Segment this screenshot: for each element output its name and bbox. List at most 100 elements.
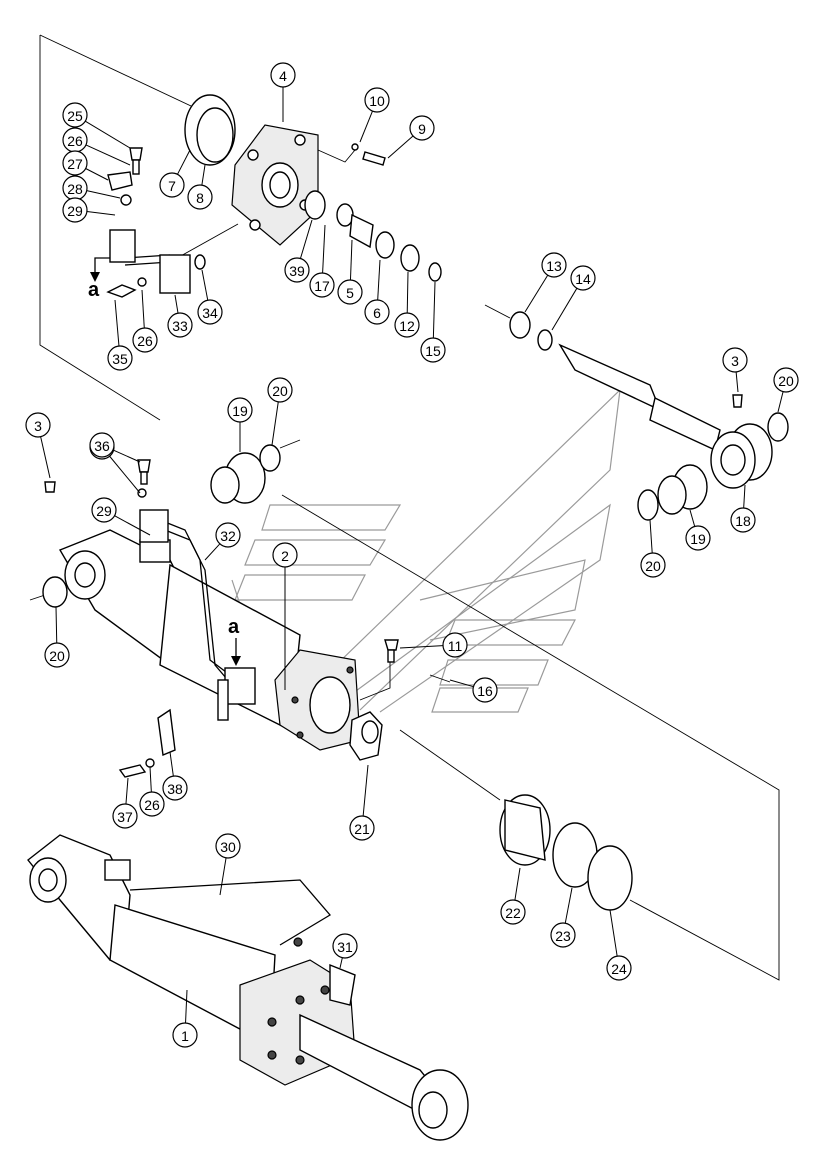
- callout-8: 8: [187, 164, 213, 210]
- callout-25: 25: [62, 102, 131, 149]
- callout-number: 1: [181, 1028, 189, 1044]
- callout-number: 33: [172, 318, 188, 334]
- piston-rod: [509, 311, 721, 451]
- callout-circle: [500, 899, 526, 925]
- callout-4: 4: [270, 62, 296, 122]
- callout-18: 18: [730, 484, 756, 533]
- callout-number: 26: [144, 797, 160, 813]
- callout-leader: [109, 455, 141, 494]
- callout-number: 16: [477, 683, 493, 699]
- callout-number: 29: [67, 203, 83, 219]
- callout-12: 12: [394, 271, 420, 338]
- callout-leader: [114, 515, 151, 536]
- callout-number: 20: [778, 373, 794, 389]
- callout-number: 29: [96, 503, 112, 519]
- callout-leader: [85, 120, 131, 149]
- callout-leader: [204, 543, 221, 561]
- callout-leader: [125, 777, 129, 805]
- callout-number: 17: [314, 278, 330, 294]
- callout-circle: [91, 497, 117, 523]
- callout-34: 34: [197, 269, 223, 325]
- callout-9: 9: [387, 115, 435, 159]
- callout-leader: [85, 168, 109, 181]
- callout-number: 18: [735, 513, 751, 529]
- callout-leader: [201, 164, 206, 186]
- callout-circle: [267, 377, 293, 403]
- callout-circle: [227, 397, 253, 423]
- callout-number: 24: [611, 961, 627, 977]
- callout-number: 10: [369, 93, 385, 109]
- seal-rings: [184, 94, 236, 166]
- callout-22: 22: [500, 867, 526, 925]
- callout-leader: [149, 766, 152, 793]
- callout-number: 19: [232, 403, 248, 419]
- callout-32: 32: [204, 522, 241, 561]
- callout-circle: [640, 552, 666, 578]
- view-arrow-a-top: a: [88, 257, 110, 301]
- callout-circle: [215, 833, 241, 859]
- callout-29: 29: [62, 197, 116, 223]
- callout-leader: [114, 299, 120, 347]
- callout-number: 4: [279, 68, 287, 84]
- callout-circle: [89, 432, 115, 458]
- svg-text:a: a: [88, 279, 100, 301]
- callout-number: 8: [196, 190, 204, 206]
- bushing-left: [42, 444, 281, 608]
- callout-27: 27: [62, 150, 109, 181]
- watermark-logo: [231, 388, 621, 713]
- callout-20: 20: [267, 377, 293, 446]
- callout-20: 20: [773, 367, 799, 413]
- callout-number: 6: [373, 305, 381, 321]
- callout-circle: [442, 632, 468, 658]
- callout-number: 3: [731, 353, 739, 369]
- callout-circle: [44, 642, 70, 668]
- callout-number: 15: [425, 343, 441, 359]
- callout-circle: [409, 115, 435, 141]
- callout-14: 14: [551, 265, 596, 331]
- callout-39: 39: [284, 219, 313, 283]
- callout-circle: [722, 347, 748, 373]
- callout-circle: [270, 62, 296, 88]
- callout-circle: [62, 150, 88, 176]
- callout-circle: [139, 791, 165, 817]
- callout-20: 20: [44, 606, 70, 668]
- callout-10: 10: [359, 87, 390, 143]
- callout-circle: [570, 265, 596, 291]
- callout-circle: [215, 522, 241, 548]
- callout-leader: [271, 401, 279, 446]
- callout-number: 21: [354, 821, 370, 837]
- callout-leader: [524, 274, 549, 313]
- callout-circle: [364, 87, 390, 113]
- bushing-right: [637, 464, 708, 521]
- callout-leader: [689, 509, 696, 527]
- callout-leader: [86, 190, 121, 199]
- callout-30: 30: [215, 833, 241, 896]
- callout-31: 31: [332, 933, 358, 969]
- rod-eye: [710, 412, 789, 489]
- callout-circle: [25, 412, 51, 438]
- head-flange: [231, 124, 319, 246]
- callout-number: 7: [168, 178, 176, 194]
- callout-circle: [541, 252, 567, 278]
- callout-leader: [219, 857, 227, 896]
- callout-circle: [197, 299, 223, 325]
- callout-leader: [449, 679, 474, 688]
- callout-number: 28: [67, 181, 83, 197]
- callout-circle: [62, 197, 88, 223]
- callout-number: 12: [399, 318, 415, 334]
- callout-number: 11: [448, 638, 463, 654]
- callout-13: 13: [524, 252, 567, 313]
- callout-leader: [551, 288, 578, 331]
- callout-number: 5: [346, 285, 354, 301]
- callout-1: 1: [172, 989, 198, 1048]
- callout-leader: [86, 210, 116, 216]
- callout-circle: [472, 677, 498, 703]
- callout-26: 26: [132, 289, 158, 353]
- callout-35: 35: [107, 299, 133, 371]
- callout-19: 19: [227, 397, 253, 452]
- callout-26: 26: [139, 766, 165, 817]
- cylinder-tube: [58, 529, 361, 751]
- callout-leader: [406, 271, 409, 314]
- callout-number: 20: [645, 558, 661, 574]
- callout-number: 2: [281, 548, 289, 564]
